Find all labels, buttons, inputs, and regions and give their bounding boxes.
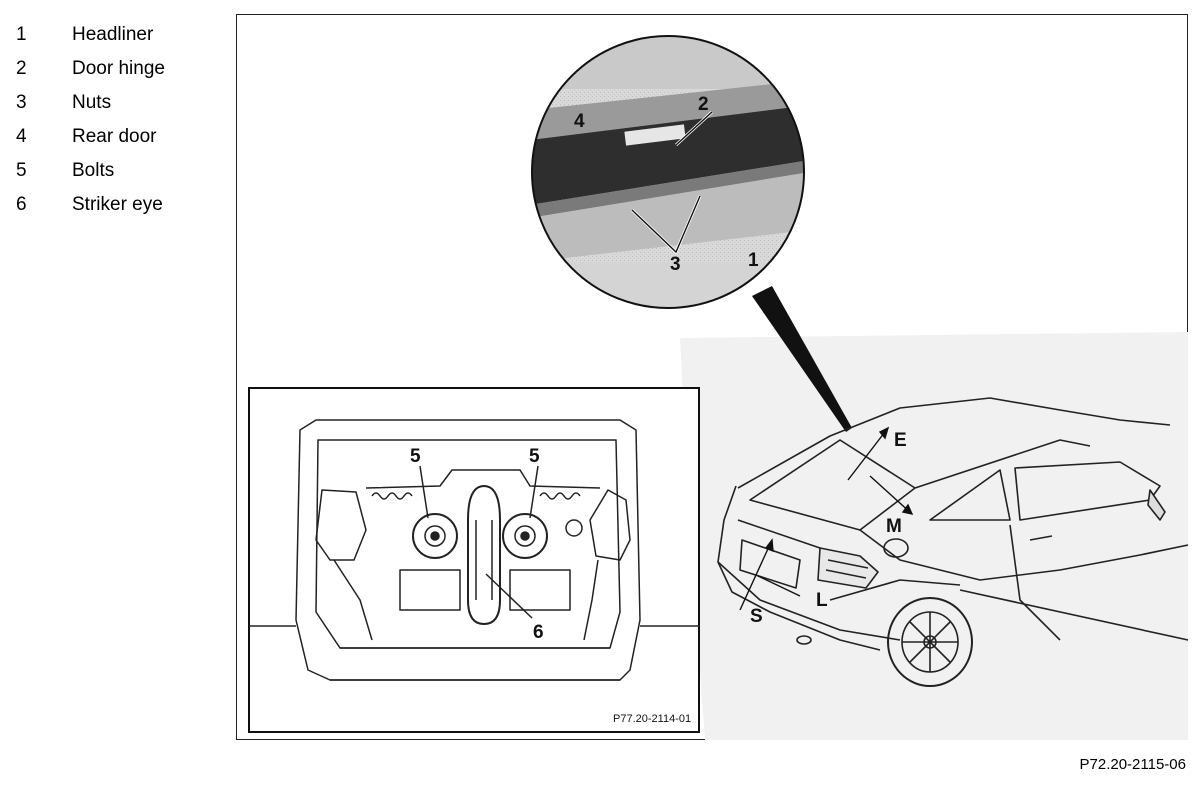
figure-code: P72.20-2115-06 — [1079, 756, 1186, 773]
legend-number: 4 — [16, 126, 27, 147]
inset-callout-5-left: 5 — [410, 446, 421, 467]
legend-label: Bolts — [72, 160, 115, 181]
legend-label: Rear door — [72, 126, 157, 147]
legend-number: 2 — [16, 58, 27, 79]
detail-pointer — [752, 286, 852, 432]
legend-number: 5 — [16, 160, 27, 181]
legend-label: Door hinge — [72, 58, 165, 79]
legend-number: 1 — [16, 24, 27, 45]
legend-label: Striker eye — [72, 194, 163, 215]
gap-label-m: M — [886, 516, 902, 537]
legend-label: Headliner — [72, 24, 154, 45]
inset-callout-5-right: 5 — [529, 446, 540, 467]
gap-label-l: L — [816, 590, 828, 611]
legend-label: Nuts — [72, 92, 112, 113]
gap-arrows — [739, 426, 914, 611]
car-drawing — [717, 397, 1189, 687]
callout-4: 4 — [574, 111, 585, 132]
legend-number: 3 — [16, 92, 27, 113]
gap-label-e: E — [894, 430, 907, 451]
legend-number: 6 — [16, 194, 27, 215]
callout-2: 2 — [698, 94, 709, 115]
detail-magnifier — [531, 35, 805, 309]
inset-panel — [248, 387, 700, 733]
callout-3: 3 — [670, 254, 681, 275]
car-background — [680, 332, 1188, 740]
callout-1: 1 — [748, 250, 759, 271]
gap-label-s: S — [750, 606, 763, 627]
inset-callout-6: 6 — [533, 622, 544, 643]
inset-figure-code: P77.20-2114-01 — [613, 713, 691, 725]
